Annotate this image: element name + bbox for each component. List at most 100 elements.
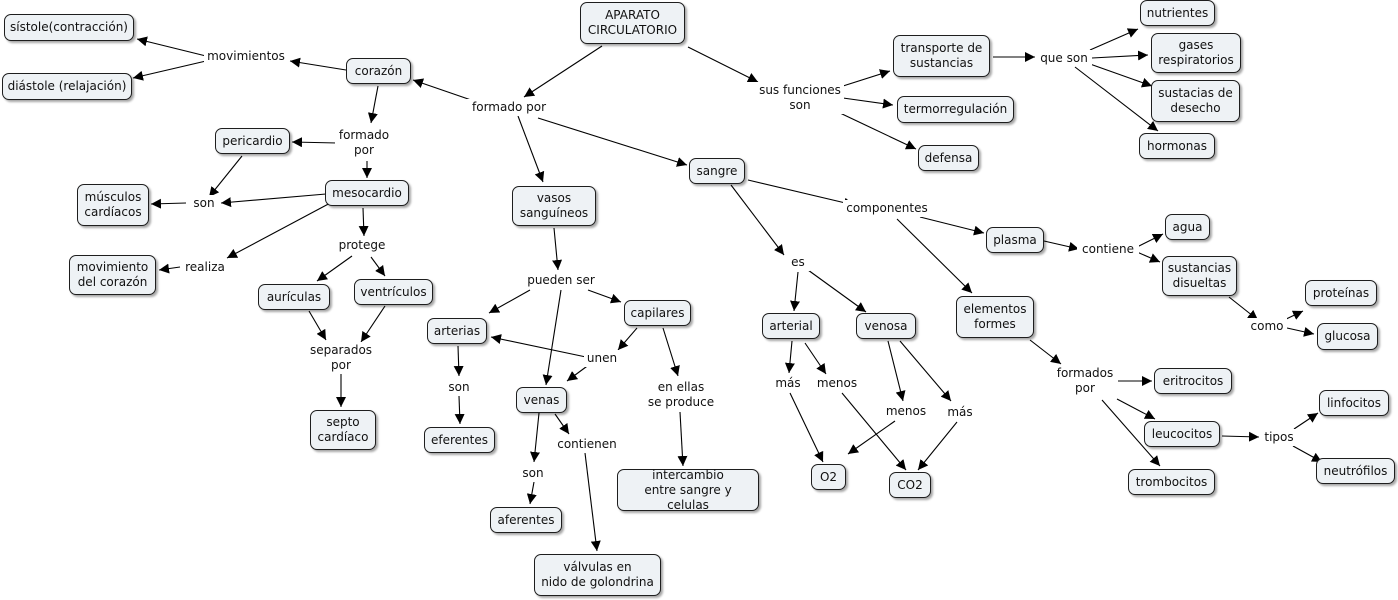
- concept-capilares[interactable]: capilares: [624, 300, 691, 326]
- concept-sustancias-desecho[interactable]: sustacias de desecho: [1151, 80, 1240, 122]
- connector-arrow-9: [1089, 63, 1153, 88]
- link-formados-por: formados por: [1052, 365, 1118, 397]
- concept-plasma[interactable]: plasma: [986, 227, 1044, 253]
- connector-arrow-26: [316, 255, 353, 282]
- link-separados-por: separados por: [305, 342, 377, 374]
- connector-arrow-32: [488, 289, 531, 314]
- concept-ventriculos[interactable]: ventrículos: [354, 279, 433, 305]
- concept-hormonas[interactable]: hormonas: [1139, 133, 1215, 159]
- concept-arterial[interactable]: arterial: [762, 313, 820, 339]
- concept-sangre[interactable]: sangre: [689, 158, 745, 184]
- link-como: como: [1247, 318, 1287, 335]
- connector-arrow-24: [158, 263, 181, 274]
- connector-arrow-1: [523, 45, 603, 98]
- concept-linfocitos[interactable]: linfocitos: [1319, 390, 1389, 416]
- concept-glucosa[interactable]: glucosa: [1317, 323, 1378, 350]
- connector-arrow-40: [453, 345, 464, 377]
- connector-arrow-29: [360, 305, 386, 343]
- concept-aparato-circulatorio[interactable]: APARATO CIRCULATORIO: [580, 2, 685, 44]
- link-tipos: tipos: [1260, 429, 1298, 446]
- link-sus-funciones-son: sus funciones son: [756, 82, 844, 114]
- concept-venas[interactable]: venas: [516, 387, 567, 413]
- connector-arrow-31: [552, 227, 563, 271]
- concept-diastole[interactable]: diástole (relajación): [2, 73, 132, 100]
- connector-arrow-11: [412, 78, 475, 102]
- concept-trombocitos[interactable]: trombocitos: [1128, 469, 1215, 495]
- concept-leucocitos[interactable]: leucocitos: [1144, 421, 1220, 447]
- concept-aferentes[interactable]: aferentes: [490, 507, 562, 533]
- concept-corazon[interactable]: corazón: [346, 58, 411, 84]
- connector-arrow-5: [839, 112, 917, 150]
- concept-transporte[interactable]: transporte de sustancias: [893, 35, 990, 77]
- concept-vasos-sanguineos[interactable]: vasos sanguíneos: [512, 186, 596, 226]
- concept-auriculas[interactable]: aurículas: [258, 284, 330, 310]
- concept-valvulas[interactable]: válvulas en nido de golondrina: [534, 554, 661, 596]
- connector-arrow-27: [370, 256, 386, 277]
- concept-eferentes[interactable]: eferentes: [424, 427, 495, 453]
- connector-arrow-52: [841, 392, 907, 471]
- link-menos-arterial: menos: [813, 375, 861, 392]
- concept-mesocardio[interactable]: mesocardio: [325, 180, 409, 206]
- link-son-musculos: son: [188, 195, 220, 212]
- link-son-aferentes: son: [517, 465, 549, 482]
- connector-arrow-4: [842, 97, 894, 109]
- concept-pericardio[interactable]: pericardio: [215, 128, 290, 154]
- connector-arrow-13: [537, 117, 688, 167]
- link-en-ellas-se-produce: en ellas se produce: [643, 379, 719, 411]
- connector-arrow-62: [1136, 251, 1161, 263]
- link-mas-venosa: más: [944, 404, 976, 421]
- connector-arrow-55: [847, 420, 896, 455]
- connector-arrow-36: [490, 334, 587, 358]
- connector-arrow-54: [899, 340, 952, 402]
- link-menos-venosa: menos: [882, 403, 930, 420]
- concept-nutrientes[interactable]: nutrientes: [1140, 0, 1215, 26]
- concept-gases-respiratorios[interactable]: gases respiratorios: [1151, 33, 1241, 73]
- connector-arrow-3: [842, 69, 891, 87]
- concept-neutrofilos[interactable]: neutrófilos: [1316, 458, 1395, 484]
- link-unen: unen: [584, 350, 620, 367]
- link-contienen: contienen: [554, 436, 620, 453]
- connector-arrow-17: [367, 85, 379, 124]
- connector-arrow-33: [587, 289, 622, 304]
- concept-arterias[interactable]: arterias: [427, 318, 487, 344]
- connector-arrow-41: [454, 395, 465, 425]
- concept-movimiento-corazon[interactable]: movimiento del corazón: [69, 255, 156, 295]
- concept-sistole[interactable]: sístole(contracción): [4, 14, 134, 41]
- connector-arrow-7: [1089, 28, 1139, 51]
- concept-agua[interactable]: agua: [1165, 214, 1210, 240]
- connector-arrow-21: [150, 198, 187, 209]
- connector-arrow-61: [1136, 233, 1164, 248]
- connector-arrow-8: [1091, 50, 1149, 61]
- connector-arrow-10: [1074, 66, 1159, 132]
- concept-proteinas[interactable]: proteínas: [1305, 280, 1377, 306]
- concept-termorregulacion[interactable]: termorregulación: [897, 96, 1014, 123]
- link-mas-arterial: más: [773, 375, 803, 392]
- concept-co2[interactable]: CO2: [889, 472, 931, 498]
- connector-arrow-65: [1286, 326, 1315, 337]
- concept-sustancias-disueltas[interactable]: sustancias disueltas: [1162, 256, 1237, 296]
- connector-arrow-71: [1293, 412, 1319, 430]
- connector-arrow-35: [617, 327, 638, 351]
- connector-arrow-51: [804, 342, 827, 375]
- concept-venosa[interactable]: venosa: [856, 313, 916, 339]
- connector-arrow-70: [1221, 431, 1260, 442]
- connector-arrow-44: [554, 413, 570, 435]
- connector-arrow-58: [919, 216, 985, 236]
- link-es: es: [786, 254, 810, 271]
- link-pueden-ser: pueden ser: [523, 272, 599, 289]
- connector-arrow-46: [730, 184, 785, 256]
- concept-elementos-formes[interactable]: elementos formes: [956, 296, 1034, 338]
- link-protege: protege: [334, 237, 390, 254]
- concept-musculos-cardiacos[interactable]: músculos cardíacos: [77, 184, 149, 226]
- connector-arrow-20: [208, 155, 243, 198]
- concept-o2[interactable]: O2: [811, 464, 846, 490]
- connector-arrow-19: [291, 137, 338, 148]
- concept-septo-cardiaco[interactable]: septo cardíaco: [310, 410, 376, 450]
- connector-arrow-48: [807, 269, 867, 313]
- concept-intercambio[interactable]: intercambio entre sangre y celulas: [617, 468, 759, 512]
- connector-arrow-39: [677, 411, 688, 467]
- concept-defensa[interactable]: defensa: [918, 145, 979, 171]
- concept-eritrocitos[interactable]: eritrocitos: [1154, 368, 1232, 394]
- connector-arrow-69: [1101, 399, 1161, 467]
